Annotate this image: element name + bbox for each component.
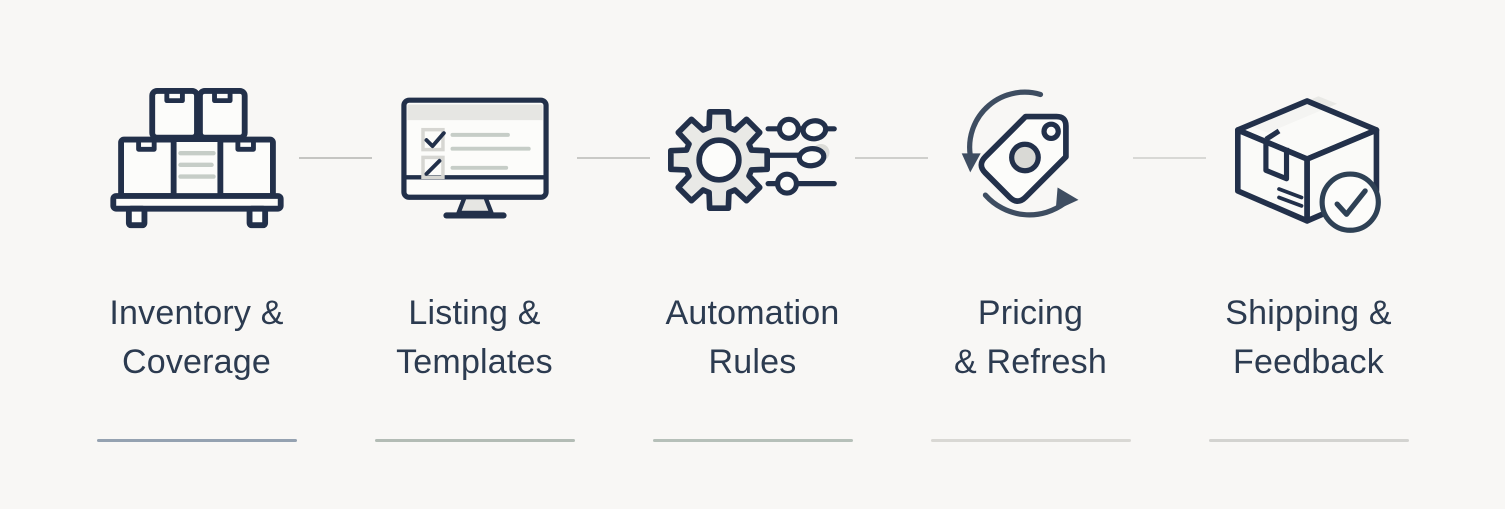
step-label: Pricing & Refresh	[954, 289, 1107, 388]
step-underline	[96, 438, 297, 442]
step-underline	[652, 438, 853, 442]
shipping-box-check-icon	[1224, 92, 1394, 233]
shipping-box-check-icon	[1234, 95, 1381, 233]
pricing-tag-refresh-icon	[961, 89, 1078, 217]
step-connector-line	[577, 157, 650, 159]
step-shipping-feedback: Shipping & Feedback	[1206, 0, 1411, 442]
step-label: Automation Rules	[666, 289, 840, 388]
step-label: Listing & Templates	[396, 289, 553, 388]
step-automation-rules: Automation Rules	[650, 0, 855, 442]
step-label: Shipping & Feedback	[1225, 289, 1391, 388]
step-connector-line	[855, 157, 928, 159]
inventory-boxes-icon	[109, 87, 285, 228]
inventory-boxes-icon	[109, 87, 284, 228]
listing-monitor-icon	[400, 97, 549, 218]
step-label: Inventory & Coverage	[109, 289, 283, 388]
step-label-line1: Shipping &	[1225, 294, 1392, 332]
step-connector-line	[1133, 157, 1206, 159]
step-label-line2: Rules	[708, 343, 797, 382]
automation-gear-icon	[667, 108, 837, 211]
step-pricing-refresh: Pricing & Refresh	[928, 0, 1133, 442]
step-label-line2: & Refresh	[954, 343, 1107, 382]
step-underline	[1208, 438, 1409, 442]
step-label-line2: Templates	[396, 343, 553, 382]
step-label-line2: Coverage	[121, 343, 272, 382]
step-connector-line	[299, 157, 372, 159]
step-underline	[374, 438, 575, 442]
step-inventory-coverage: Inventory & Coverage	[94, 0, 299, 442]
step-listing-templates: Listing & Templates	[372, 0, 577, 442]
step-label-line1: Pricing	[977, 294, 1084, 332]
step-underline	[930, 438, 1131, 442]
step-label-line1: Listing &	[408, 294, 541, 332]
pricing-tag-refresh-icon	[955, 89, 1107, 227]
step-label-line1: Inventory &	[109, 294, 284, 332]
listing-monitor-icon	[397, 92, 553, 227]
step-label-line2: Feedback	[1233, 343, 1384, 382]
automation-gear-icon	[667, 92, 838, 227]
step-label-line1: Automation	[665, 294, 840, 332]
